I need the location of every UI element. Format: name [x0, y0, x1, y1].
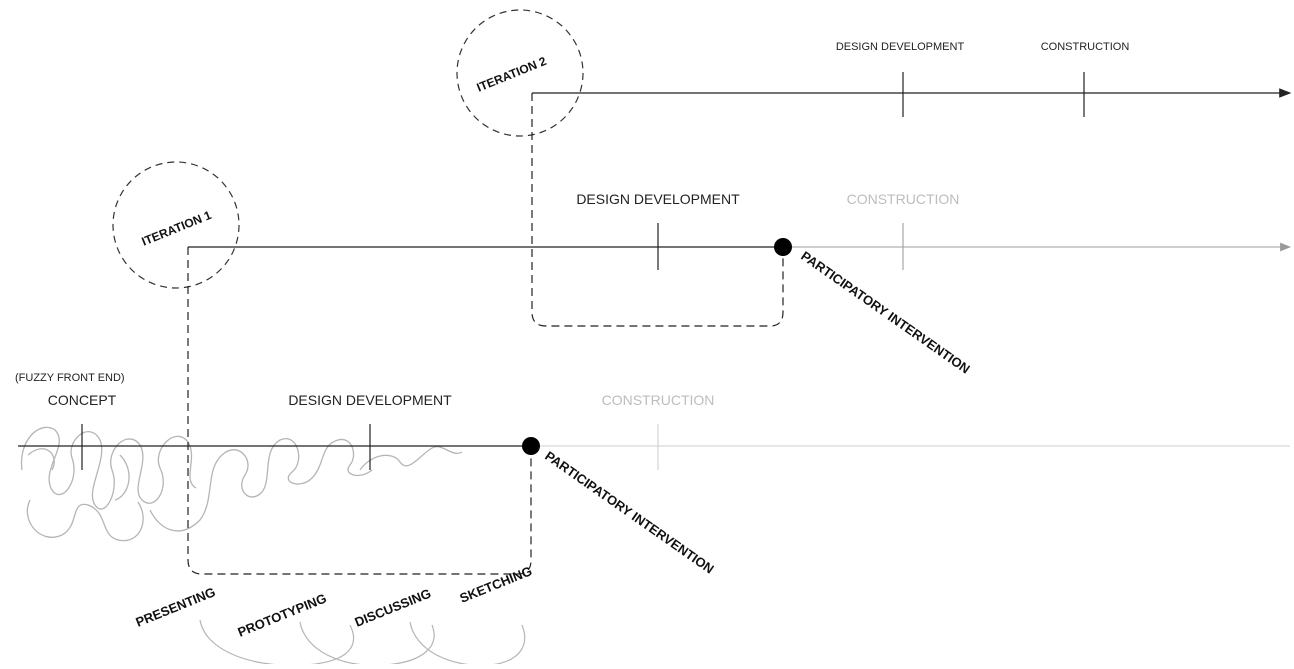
middle-intervention-label: PARTICIPATORY INTERVENTION — [798, 248, 972, 376]
fuzzy-front-end-label: (FUZZY FRONT END) — [15, 372, 125, 384]
bottom-intervention-dot — [522, 437, 540, 455]
top-design-development-label: DESIGN DEVELOPMENT — [836, 41, 965, 53]
activity-discussing: DISCUSSING — [353, 586, 434, 630]
activity-presenting: PRESENTING — [134, 584, 218, 630]
bottom-design-development-label: DESIGN DEVELOPMENT — [288, 392, 452, 408]
concept-label: CONCEPT — [48, 392, 117, 408]
iteration-2-loop — [531, 93, 784, 327]
activity-sketching: SKETCHING — [458, 563, 535, 606]
iteration-1-loop — [187, 247, 532, 575]
middle-design-development-label: DESIGN DEVELOPMENT — [576, 191, 740, 207]
iteration-1-label: ITERATION 1 — [140, 208, 214, 249]
bottom-construction-label: CONSTRUCTION — [602, 392, 715, 408]
iteration-2-circle — [456, 9, 584, 137]
concept-scribble — [20, 426, 463, 542]
middle-intervention-dot — [774, 238, 792, 256]
iteration-2-label: ITERATION 2 — [475, 54, 549, 95]
bottom-intervention-label: PARTICIPATORY INTERVENTION — [542, 448, 716, 576]
top-construction-label: CONSTRUCTION — [1041, 41, 1130, 53]
middle-construction-label: CONSTRUCTION — [847, 191, 960, 207]
activity-prototyping: PROTOTYPING — [236, 591, 329, 640]
iteration-1-circle — [112, 161, 240, 289]
